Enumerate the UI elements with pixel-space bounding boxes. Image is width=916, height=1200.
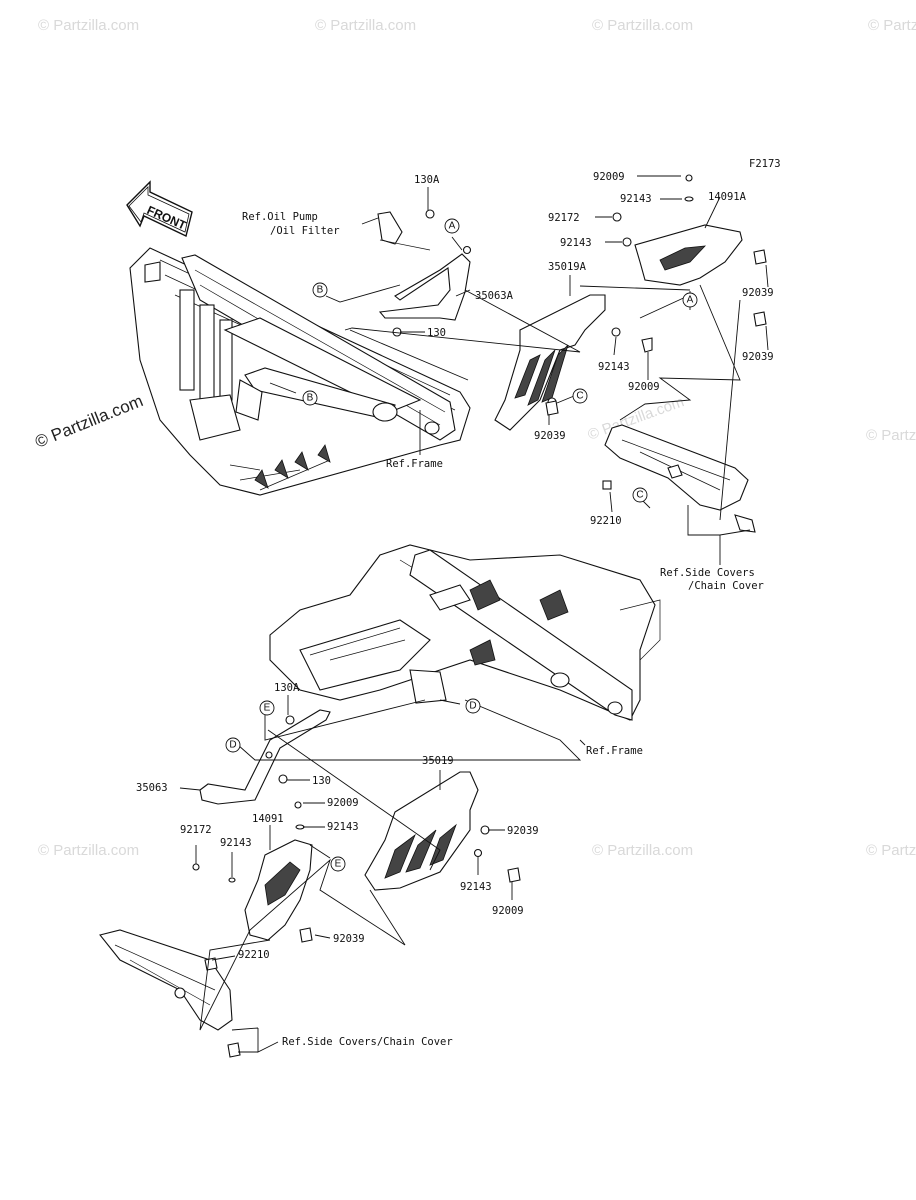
callout-a: A: [687, 295, 694, 306]
cover-14091A: [545, 174, 767, 416]
part-label: 35019: [422, 755, 454, 767]
part-label: 92172: [548, 212, 580, 224]
part-label: 92039: [742, 351, 774, 363]
part-label: 130A: [274, 682, 300, 694]
figure-code: F2173: [749, 158, 781, 170]
upper-callouts: A B B C A C: [302, 218, 698, 503]
part-label: 92039: [333, 933, 365, 945]
watermarks: © Partzilla.com © Partzilla.com © Partzi…: [32, 17, 916, 859]
lower-labels: 130A 130 35063 35019 Ref.Frame 92009 921…: [136, 682, 643, 1048]
part-label: 35019A: [548, 261, 587, 273]
part-label: 92039: [534, 430, 566, 442]
part-label: 92143: [598, 361, 630, 373]
part-label: 92039: [507, 825, 539, 837]
watermark: © Partzilla.com: [38, 842, 139, 859]
callout-a: A: [449, 221, 456, 232]
part-label: 92172: [180, 824, 212, 836]
watermark: © Partzilla.com: [866, 842, 916, 859]
watermark: © Partzilla.com: [866, 427, 916, 444]
ref-label: Ref.Side Covers/Chain Cover: [282, 1036, 453, 1048]
watermark: © Partzilla.com: [315, 17, 416, 34]
callout-c: C: [636, 490, 643, 501]
callout-b: B: [307, 393, 314, 404]
ref-label: Ref.Side Covers: [660, 567, 755, 579]
part-label: 130A: [414, 174, 440, 186]
lower-frame: [269, 544, 661, 721]
watermark: © Partzilla.com: [592, 842, 693, 859]
watermark: © Partzilla.com: [868, 17, 916, 34]
callout-c: C: [576, 391, 583, 402]
part-label: 35063A: [475, 290, 514, 302]
lower-leaders: [179, 695, 586, 1053]
part-label: 14091A: [708, 191, 747, 203]
watermark: © Partzilla.com: [38, 17, 139, 34]
part-label: 92009: [327, 797, 359, 809]
part-label: 92210: [238, 949, 270, 961]
part-label: 92009: [593, 171, 625, 183]
stay-35063: [199, 709, 331, 805]
lower-callouts: E D D E: [225, 698, 481, 872]
part-label: 92143: [327, 821, 359, 833]
front-arrow-icon: FRONT: [126, 180, 193, 237]
side-cover-upper: [602, 424, 756, 533]
side-cover-lower: [99, 929, 241, 1058]
upper-leaders: [269, 175, 769, 565]
ref-label: Ref.Frame: [586, 745, 643, 757]
part-label: 130: [312, 775, 331, 787]
watermark-large: © Partzilla.com: [32, 391, 145, 452]
ref-label: Ref.Oil Pump: [242, 211, 318, 223]
callout-d: D: [229, 740, 236, 751]
part-label: 92143: [220, 837, 252, 849]
ref-label: /Oil Filter: [270, 225, 340, 237]
watermark: © Partzilla.com: [592, 17, 693, 34]
callout-e: E: [335, 859, 342, 870]
upper-labels: 130A Ref.Oil Pump /Oil Filter 35063A 130…: [242, 171, 774, 592]
part-label: 35063: [136, 782, 168, 794]
upper-frame: [129, 247, 471, 496]
guard-35019: [294, 771, 521, 891]
part-label: 92143: [620, 193, 652, 205]
cover-14091: [192, 839, 313, 943]
part-label: 92009: [492, 905, 524, 917]
stay-35063A: [377, 209, 472, 337]
part-label: 92210: [590, 515, 622, 527]
part-label: 92009: [628, 381, 660, 393]
ref-label: /Chain Cover: [688, 580, 764, 592]
callout-d: D: [469, 701, 476, 712]
part-label: 92143: [460, 881, 492, 893]
callout-e: E: [264, 703, 271, 714]
ref-label: Ref.Frame: [386, 458, 443, 470]
part-label: 130: [427, 327, 446, 339]
part-label: 92039: [742, 287, 774, 299]
callout-b: B: [317, 285, 324, 296]
part-label: 14091: [252, 813, 284, 825]
part-label: 92143: [560, 237, 592, 249]
